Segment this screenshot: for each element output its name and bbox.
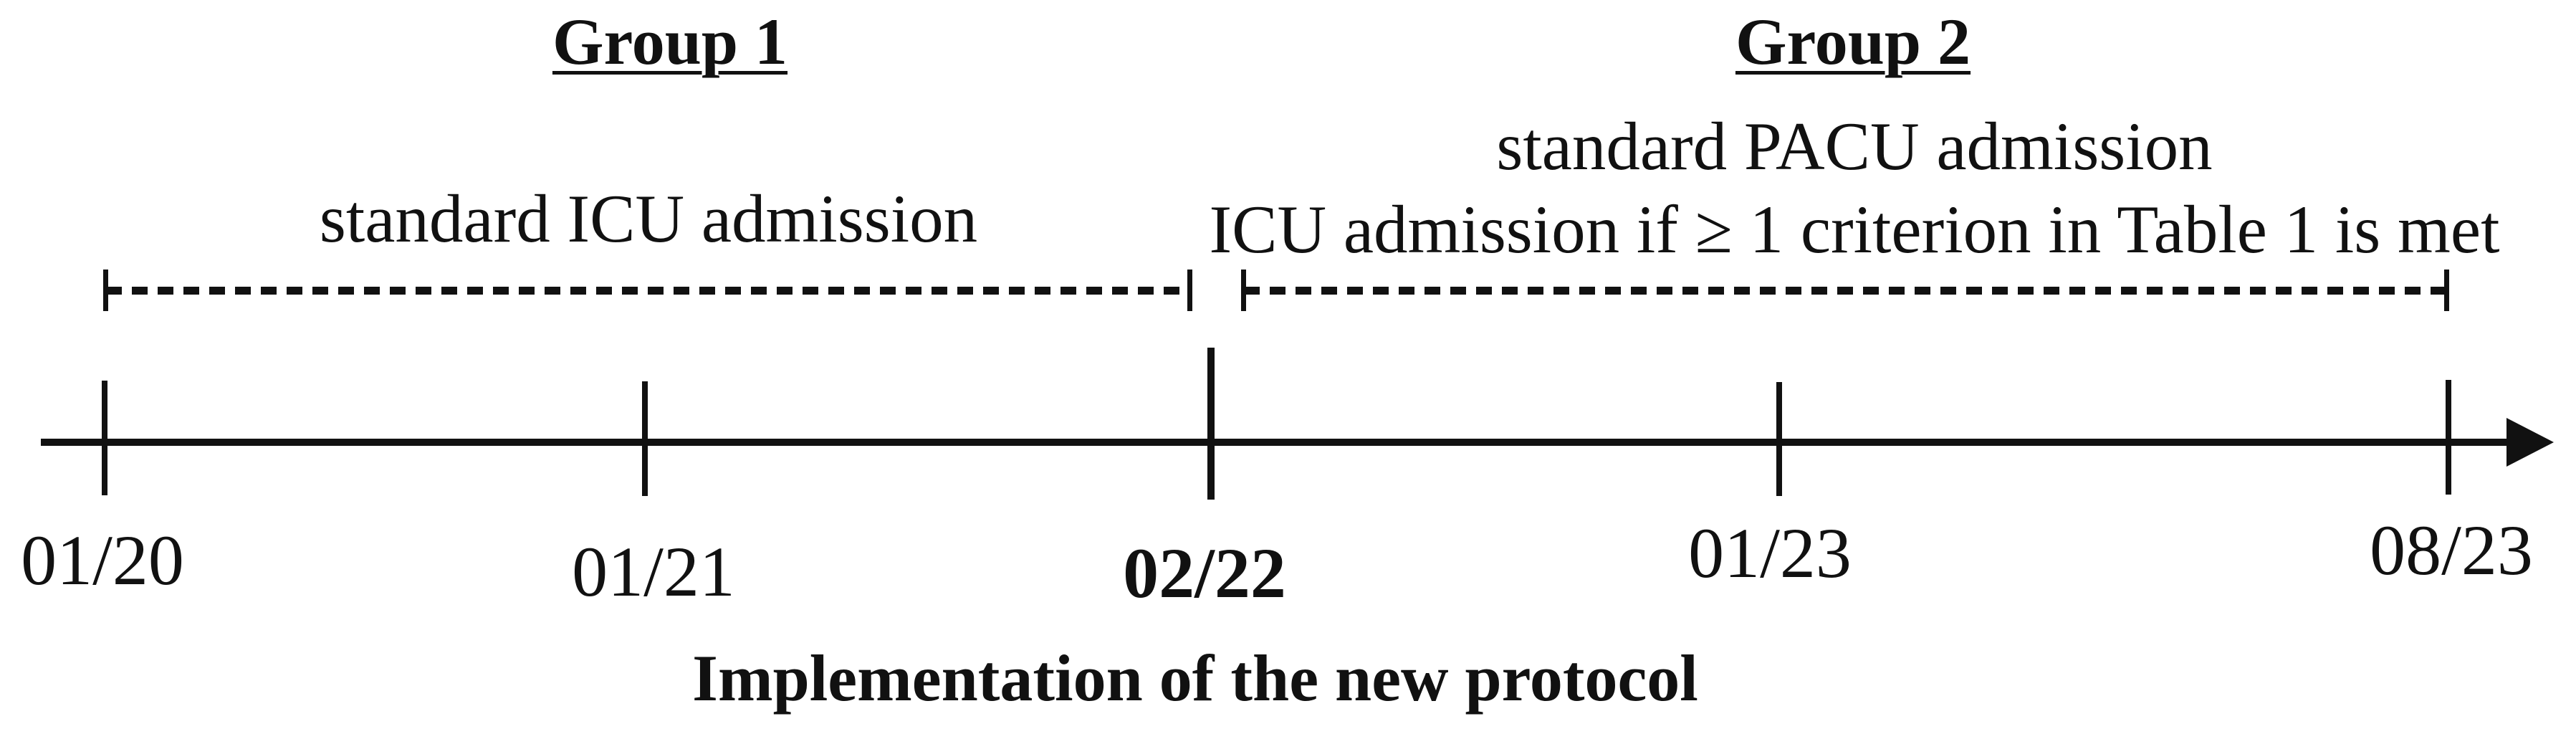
group2-description-line1: standard PACU admission	[1496, 108, 2213, 184]
date-label-01-21: 01/21	[572, 532, 735, 611]
protocol-caption: Implementation of the new protocol	[692, 642, 1698, 715]
group1-heading: Group 1	[552, 5, 788, 78]
group1-bracket-dashed-line	[106, 287, 1189, 295]
date-label-02-22: 02/22	[1123, 533, 1286, 613]
group1-bracket-right-cap	[1187, 270, 1192, 311]
group2-heading: Group 2	[1735, 5, 1971, 78]
group2-bracket-left-cap	[1241, 270, 1246, 311]
group1-bracket-left-cap	[103, 270, 108, 311]
tick-01-23	[1776, 382, 1782, 496]
date-label-08-23: 08/23	[2370, 510, 2533, 590]
tick-01-20	[102, 381, 107, 495]
tick-02-22	[1207, 348, 1215, 500]
date-label-01-20: 01/20	[21, 520, 184, 600]
date-label-01-23: 01/23	[1688, 513, 1852, 593]
group2-description-line2: ICU admission if ≥ 1 criterion in Table …	[1209, 191, 2500, 267]
group1-description: standard ICU admission	[319, 181, 978, 257]
group2-description: standard PACU admission ICU admission if…	[1210, 105, 2500, 272]
group2-bracket-dashed-line	[1244, 287, 2446, 295]
group2-bracket-right-cap	[2444, 270, 2449, 311]
tick-08-23	[2446, 380, 2451, 495]
timeline-arrowhead-icon	[2506, 418, 2554, 467]
tick-01-21	[642, 381, 648, 496]
timeline-axis	[41, 439, 2508, 446]
